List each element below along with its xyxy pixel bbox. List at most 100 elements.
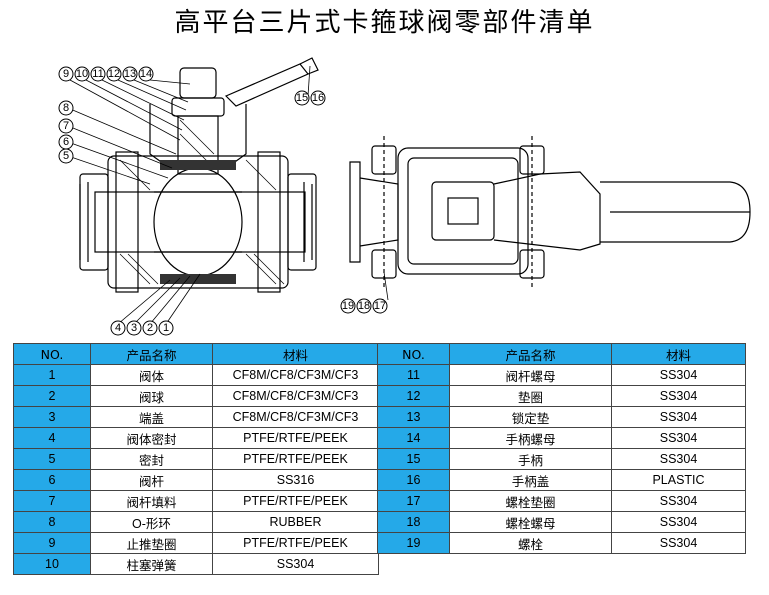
part-no-cell: 19	[377, 532, 450, 554]
part-name-cell: 垫圈	[449, 385, 612, 407]
part-no-cell: 6	[13, 469, 91, 491]
part-name-cell: O-形环	[90, 511, 213, 533]
part-material-cell: SS304	[611, 511, 746, 533]
part-name-cell: 止推垫圈	[90, 532, 213, 554]
part-name-cell: 手柄	[449, 448, 612, 470]
part-no-cell: 5	[13, 448, 91, 470]
part-material-cell: CF8M/CF8/CF3M/CF3	[212, 406, 379, 428]
part-no-cell: 15	[377, 448, 450, 470]
valve-bore	[94, 191, 306, 253]
part-no-cell: 12	[377, 385, 450, 407]
part-name-cell: 柱塞弹簧	[90, 553, 213, 575]
part-material-cell: PTFE/RTFE/PEEK	[212, 427, 379, 449]
callout-4: 4	[115, 322, 121, 334]
part-name-cell: 螺栓	[449, 532, 612, 554]
callout-15: 15	[296, 92, 308, 104]
part-name-cell: 阀体	[90, 364, 213, 386]
callout-19: 19	[342, 300, 354, 312]
header-no: NO.	[13, 343, 91, 365]
part-no-cell: 1	[13, 364, 91, 386]
part-no-cell: 8	[13, 511, 91, 533]
callout-3: 3	[131, 322, 137, 334]
header-name: 产品名称	[90, 343, 213, 365]
table-header-row: NO. 产品名称 材料	[377, 343, 746, 365]
part-no-cell: 4	[13, 427, 91, 449]
callout-1: 1	[163, 322, 169, 334]
part-name-cell: 端盖	[90, 406, 213, 428]
part-material-cell: RUBBER	[212, 511, 379, 533]
part-name-cell: 阀杆螺母	[449, 364, 612, 386]
part-name-cell: 手柄螺母	[449, 427, 612, 449]
callout-16: 16	[312, 92, 324, 104]
part-material-cell: SS304	[611, 406, 746, 428]
callout-11: 11	[92, 68, 103, 80]
part-name-cell: 阀球	[90, 385, 213, 407]
part-name-cell: 手柄盖	[449, 469, 612, 491]
valve-body-section	[107, 155, 289, 289]
callout-13: 13	[124, 68, 136, 80]
part-material-cell: CF8M/CF8/CF3M/CF3	[212, 385, 379, 407]
part-name-cell: 阀杆	[90, 469, 213, 491]
part-no-cell: 9	[13, 532, 91, 554]
part-material-cell: SS316	[212, 469, 379, 491]
callout-17: 17	[374, 300, 386, 312]
page-title: 高平台三片式卡箍球阀零部件清单	[174, 8, 595, 38]
header-no: NO.	[377, 343, 450, 365]
part-name-cell: 阀杆填料	[90, 490, 213, 512]
part-material-cell: SS304	[611, 427, 746, 449]
part-no-cell: 18	[377, 511, 450, 533]
callout-7: 7	[63, 120, 69, 132]
callout-2: 2	[147, 322, 153, 334]
part-no-cell: 11	[377, 364, 450, 386]
part-material-cell: PTFE/RTFE/PEEK	[212, 532, 379, 554]
valve-drawing: 9 10 11 12 13 14 8 7 6 5 4 3 2 1 15 16 1…	[58, 57, 751, 336]
callout-6: 6	[63, 136, 69, 148]
part-no-cell: 3	[13, 406, 91, 428]
part-material-cell: SS304	[611, 532, 746, 554]
part-material-cell: SS304	[611, 448, 746, 470]
header-name: 产品名称	[449, 343, 612, 365]
callout-9: 9	[63, 68, 69, 80]
callout-12: 12	[108, 68, 120, 80]
callout-14: 14	[140, 68, 152, 80]
part-name-cell: 锁定垫	[449, 406, 612, 428]
part-no-cell: 16	[377, 469, 450, 491]
part-material-cell: SS304	[611, 490, 746, 512]
part-material-cell: PLASTIC	[611, 469, 746, 491]
part-no-cell: 17	[377, 490, 450, 512]
valve-front-view	[397, 147, 529, 275]
part-material-cell: PTFE/RTFE/PEEK	[212, 448, 379, 470]
part-no-cell: 2	[13, 385, 91, 407]
part-name-cell: 螺栓垫圈	[449, 490, 612, 512]
callout-8: 8	[63, 102, 69, 114]
part-no-cell: 13	[377, 406, 450, 428]
callout-18: 18	[358, 300, 370, 312]
header-material: 材料	[212, 343, 379, 365]
part-no-cell: 14	[377, 427, 450, 449]
part-material-cell: PTFE/RTFE/PEEK	[212, 490, 379, 512]
part-material-cell: CF8M/CF8/CF3M/CF3	[212, 364, 379, 386]
callout-5: 5	[63, 150, 69, 162]
part-no-cell: 10	[13, 553, 91, 575]
